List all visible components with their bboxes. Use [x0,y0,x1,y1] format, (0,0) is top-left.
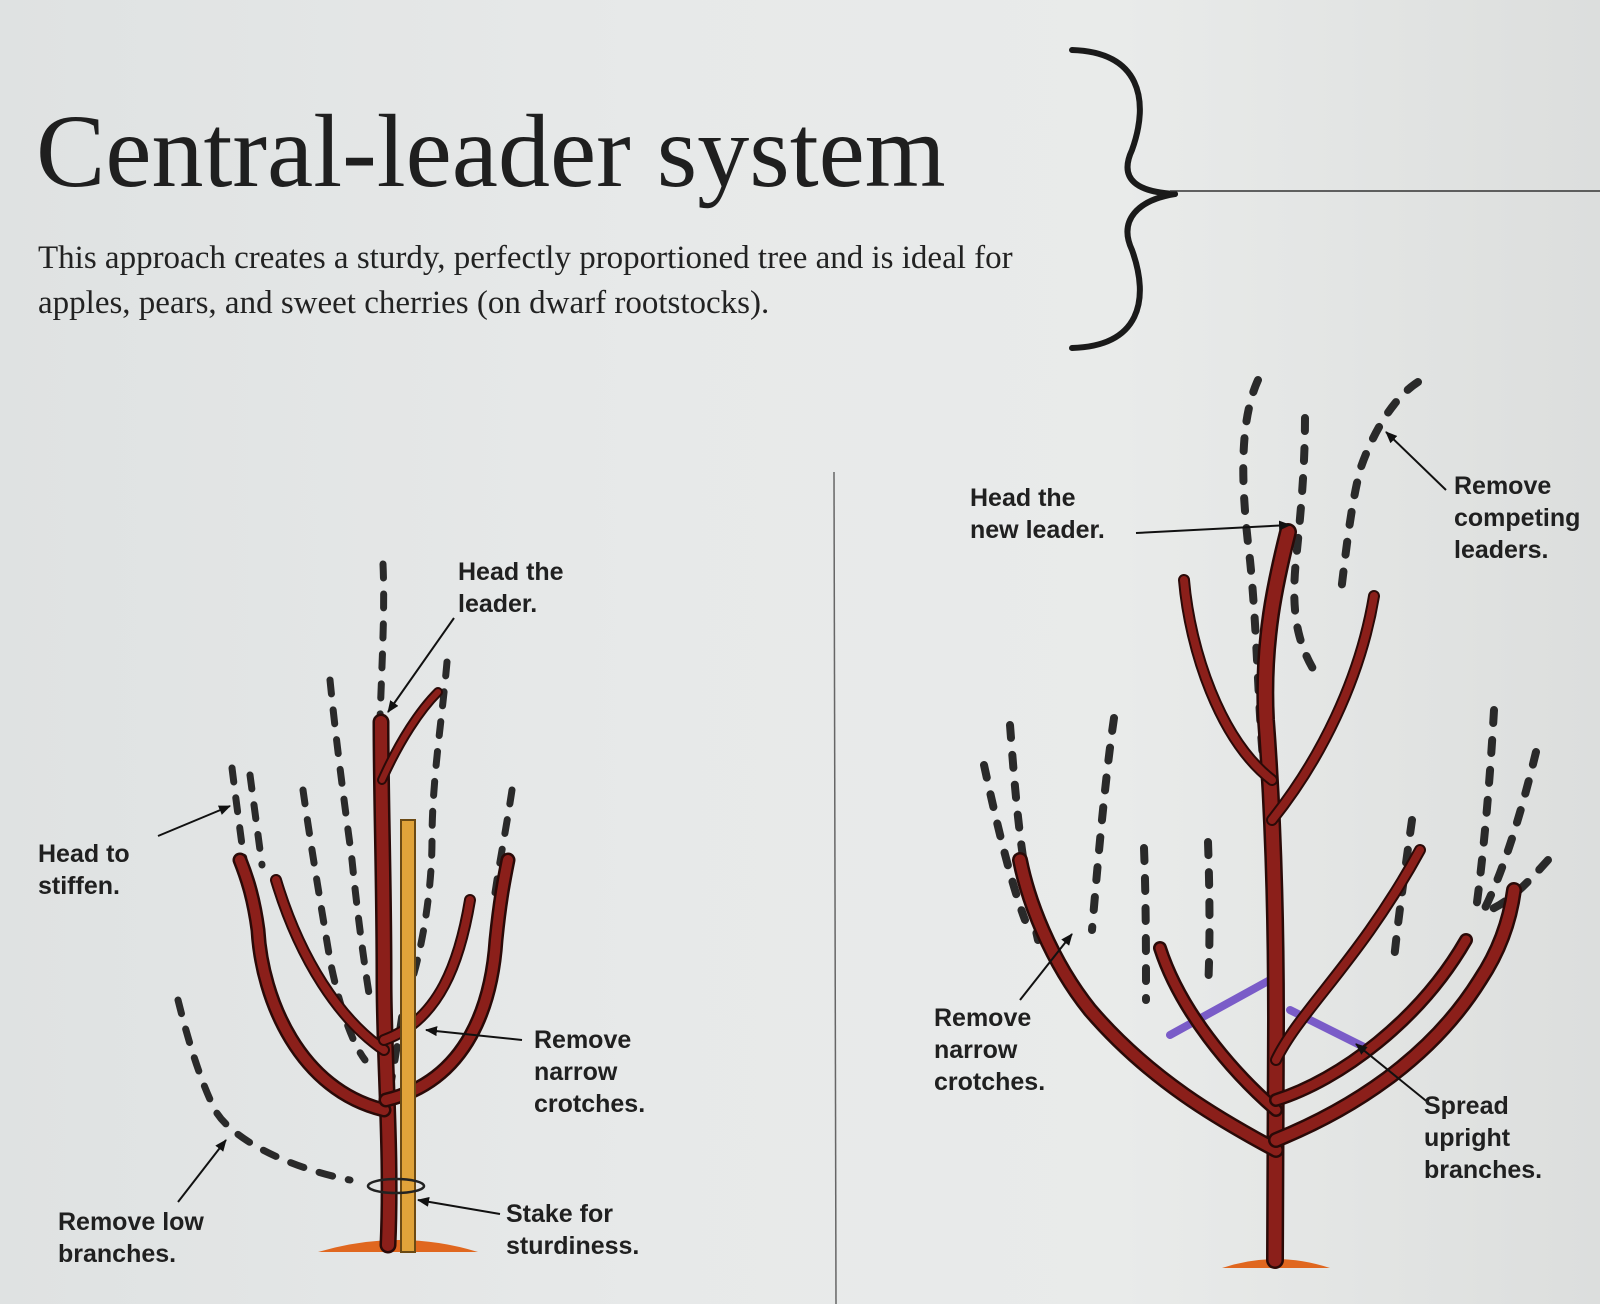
label-remove-low-branches: Remove low branches. [58,1208,204,1268]
label-spread-upright-branches: Spread upright branches. [1424,1092,1543,1184]
left-ground [318,1240,478,1252]
right-leader-lines [1019,431,1447,1105]
right-tree [980,376,1552,1269]
label-remove-competing-leaders: Remove competing leaders. [1454,472,1581,564]
label-head-to-stiffen: Head to stiffen. [38,840,130,900]
left-pruned-branches [174,560,516,1184]
label-head-the-leader: Head the leader. [458,558,564,618]
page-title: Central-leader system [36,94,946,209]
left-tree [157,560,523,1254]
label-remove-narrow-crotches-left: Remove narrow crotches. [534,1026,646,1118]
label-stake-for-sturdiness: Stake for sturdiness. [506,1200,640,1260]
label-head-the-new-leader: Head the new leader. [970,484,1105,544]
right-live-branches [1012,523,1522,1269]
left-live-branches [232,687,516,1254]
page-subtitle: This approach creates a sturdy, perfectl… [38,240,1013,321]
column-divider [833,471,837,1304]
title-brace [1069,47,1178,351]
left-stake [366,819,426,1253]
label-remove-narrow-crotches-right: Remove narrow crotches. [934,1004,1046,1096]
left-leader-lines [157,617,523,1215]
